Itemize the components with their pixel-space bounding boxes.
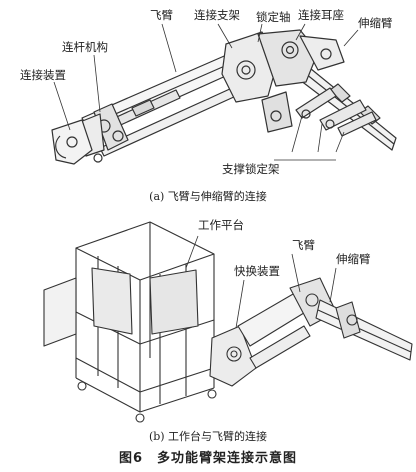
label-linkage-mechanism: 连杆机构 [62, 40, 108, 54]
label-quick-change-device: 快换装置 [234, 264, 280, 278]
label-connecting-bracket: 连接支架 [194, 8, 240, 22]
figure-b: 工作平台 飞臂 快换装置 伸缩臂 (b) 工作台与飞臂的连接 [0, 208, 416, 443]
label-flying-arm-b: 飞臂 [292, 238, 315, 252]
figure-title: 图6 多功能臂架连接示意图 [118, 451, 298, 466]
linkage-mechanism-drawing [79, 103, 129, 157]
figure-b-drawing [43, 221, 413, 423]
figure-a: 飞臂 连接支架 锁定轴 连接耳座 伸缩臂 连杆机构 连接装置 支撑锁定架 (a)… [0, 0, 416, 208]
label-work-platform: 工作平台 [198, 218, 244, 232]
label-connecting-lug-seat: 连接耳座 [298, 8, 344, 22]
quick-change-device-drawing [209, 325, 257, 387]
connecting-device-drawing [51, 119, 103, 165]
support-locking-frame-drawing [295, 87, 377, 137]
caption-a: (a) 飞臂与伸缩臂的连接 [149, 190, 267, 203]
connecting-bracket-drawing [221, 29, 345, 133]
label-support-locking-frame: 支撑锁定架 [222, 162, 280, 176]
work-platform-drawing [43, 221, 217, 423]
label-telescopic-arm-b: 伸缩臂 [336, 252, 371, 266]
label-connecting-device: 连接装置 [20, 68, 66, 82]
figure-a-drawing [51, 23, 397, 165]
label-flying-arm-a: 飞臂 [150, 8, 173, 22]
label-locking-shaft: 锁定轴 [256, 10, 291, 24]
telescopic-arm-drawing-b [315, 299, 413, 361]
label-telescopic-arm-a: 伸缩臂 [358, 16, 393, 30]
flying-arm-drawing-b [237, 277, 337, 369]
caption-b: (b) 工作台与飞臂的连接 [148, 430, 268, 443]
